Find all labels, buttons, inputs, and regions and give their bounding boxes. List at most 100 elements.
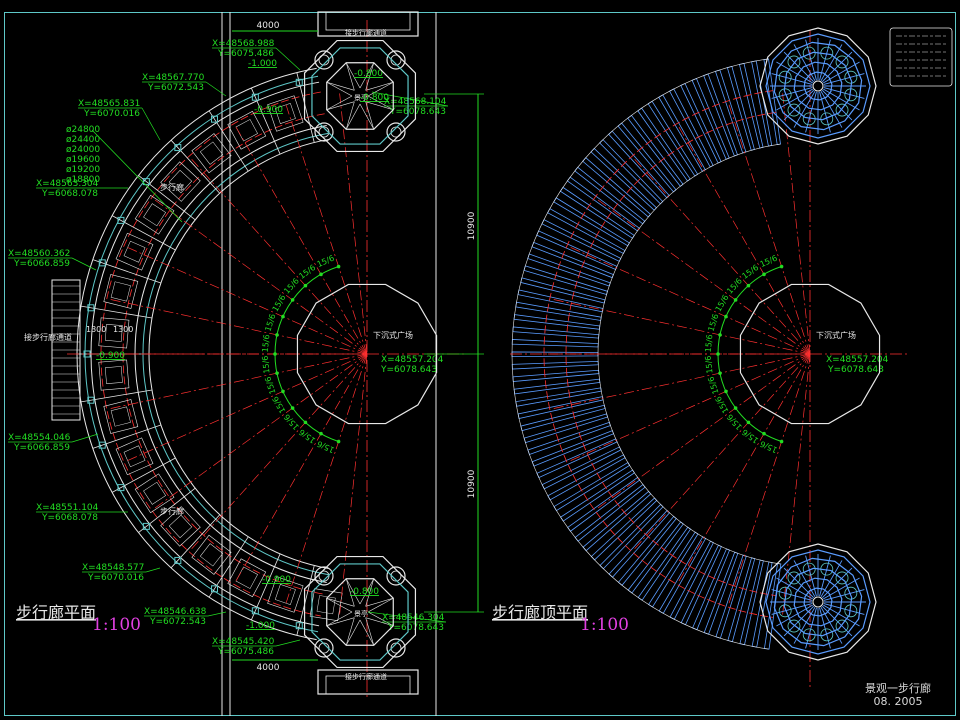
roof-ornament bbox=[787, 103, 801, 117]
coordinate-x: X=48545.420 bbox=[212, 637, 275, 647]
column-marker bbox=[98, 259, 106, 267]
radius-label: ø24400 bbox=[66, 135, 100, 145]
roof-pavilion-outline bbox=[759, 543, 877, 661]
roof-ring bbox=[803, 71, 833, 101]
roof-ornament bbox=[787, 571, 801, 585]
pavilion-star bbox=[359, 103, 375, 130]
plaza-coord-y: Y=6078.643 bbox=[380, 365, 437, 375]
arc-dimension-label: 15/6 bbox=[706, 313, 720, 333]
right-plan-scale: 1:100 bbox=[580, 615, 629, 635]
arc-dimension-label: 15/6 bbox=[271, 293, 288, 313]
pavilion-star bbox=[359, 578, 375, 605]
walkway-label-top: 步行廊 bbox=[160, 182, 184, 192]
elevation-label: -0.900 bbox=[96, 351, 125, 361]
walkway-segment bbox=[208, 536, 249, 598]
paving-tile bbox=[103, 274, 139, 309]
coordinate-y: Y=6066.859 bbox=[13, 443, 70, 453]
pavilion-inner bbox=[311, 47, 409, 145]
roof-ornament bbox=[820, 112, 834, 126]
coordinate-leader bbox=[141, 107, 161, 141]
pavilion-star bbox=[345, 62, 361, 89]
paving-tile-inner bbox=[123, 445, 146, 468]
dimension-tick bbox=[290, 406, 295, 410]
arc-dimension-label: 15/6 bbox=[704, 355, 715, 374]
coordinate-y: Y=6072.543 bbox=[147, 83, 204, 93]
roof-ring bbox=[783, 567, 853, 637]
coordinate-x: X=48565.831 bbox=[78, 99, 140, 109]
entrance-label: 接步行廊通道 bbox=[24, 332, 72, 342]
roof-slat bbox=[531, 241, 614, 279]
bottom-gate-label: 接步行廊通道 bbox=[345, 672, 387, 681]
roof-ornament bbox=[802, 46, 816, 60]
radial-axis bbox=[782, 93, 811, 355]
radial-axis bbox=[678, 126, 811, 355]
roof-rib bbox=[783, 567, 815, 599]
paving-tile-inner bbox=[168, 514, 193, 539]
paving-tile-inner bbox=[168, 169, 193, 194]
roof-rib bbox=[821, 51, 853, 83]
radial-axis bbox=[235, 126, 368, 355]
column-marker bbox=[98, 441, 106, 449]
roof-rib bbox=[822, 604, 860, 627]
walkway-segment bbox=[250, 553, 281, 621]
radial-axis bbox=[634, 159, 811, 355]
roof-ring bbox=[793, 577, 843, 627]
roof-finial bbox=[812, 80, 824, 92]
paving-tile-inner bbox=[123, 240, 146, 263]
pavilion-star bbox=[345, 619, 361, 646]
column-marker bbox=[142, 178, 150, 186]
paving-tile-inner bbox=[104, 366, 123, 384]
pavilion-outer bbox=[303, 39, 417, 153]
roof-rib bbox=[805, 555, 817, 597]
roof-slat bbox=[517, 396, 604, 419]
arc-dimension-label: 15/6 bbox=[714, 293, 731, 313]
roof-slat bbox=[527, 253, 611, 287]
pavilion-star bbox=[326, 611, 353, 627]
roof-coord-y: Y=6078.643 bbox=[827, 365, 884, 375]
dimension-tick bbox=[762, 272, 766, 277]
roof-rib bbox=[776, 577, 814, 600]
column-marker bbox=[295, 78, 303, 86]
roof-ornament bbox=[802, 562, 816, 576]
arc-dimension-label: 15/6 bbox=[263, 313, 277, 333]
roof-rib bbox=[776, 88, 814, 111]
coordinate-x: X=48563.304 bbox=[36, 179, 99, 189]
column-marker bbox=[251, 93, 259, 101]
walkway-segment bbox=[208, 110, 249, 172]
radius-label: ø18800 bbox=[66, 175, 100, 185]
roof-rib bbox=[793, 44, 816, 82]
paving-tile bbox=[103, 399, 139, 434]
roof-slat bbox=[714, 69, 747, 154]
column-marker bbox=[211, 115, 219, 123]
roof-slat bbox=[669, 540, 714, 620]
pavilion-star bbox=[345, 62, 355, 91]
reference-arc bbox=[543, 90, 774, 618]
arc-dimension-label: 15/6 bbox=[759, 439, 779, 455]
roof-ornament bbox=[778, 604, 792, 618]
pavilion-star bbox=[367, 81, 394, 97]
paving-tile bbox=[267, 576, 304, 613]
elevation-label: -1.000 bbox=[248, 59, 277, 69]
paving-tile bbox=[134, 473, 175, 514]
pavilion-column-inner bbox=[390, 54, 402, 66]
elevation-label: -1.000 bbox=[246, 621, 275, 631]
dimension-tick bbox=[733, 298, 738, 302]
left-plan-scale: 1:100 bbox=[92, 615, 141, 635]
paving-tile bbox=[115, 232, 154, 271]
column-marker bbox=[211, 585, 219, 593]
roof-slat bbox=[590, 147, 658, 211]
coordinate-x: X=48548.577 bbox=[82, 563, 144, 573]
paving-tile bbox=[227, 110, 267, 150]
roof-rib bbox=[771, 87, 813, 99]
roof-ornament bbox=[787, 619, 801, 633]
radial-axis bbox=[154, 353, 368, 509]
coordinate-x: X=48568.988 bbox=[212, 39, 275, 49]
paving-tile-inner bbox=[104, 324, 123, 342]
roof-slat bbox=[547, 454, 626, 501]
radial-axis bbox=[570, 353, 811, 461]
roof-slat bbox=[547, 208, 626, 255]
roof-ornament bbox=[835, 619, 849, 633]
coordinate-leader bbox=[371, 91, 449, 107]
arc-dimension-label: 15/6 bbox=[704, 334, 715, 353]
